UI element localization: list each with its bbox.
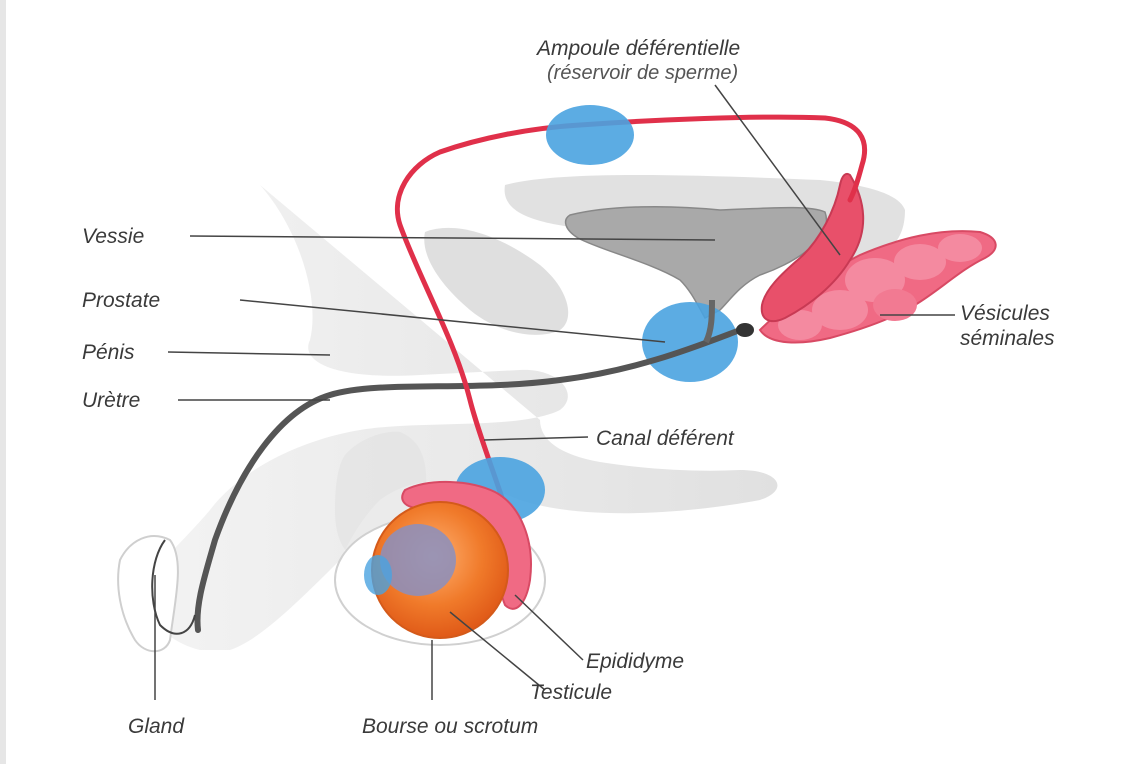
label-vessie: Vessie (82, 226, 144, 247)
label-epididyme: Epididyme (586, 651, 684, 672)
prostate-marker (642, 302, 738, 382)
label-gland: Gland (128, 716, 184, 737)
label-prostate: Prostate (82, 290, 160, 311)
label-penis: Pénis (82, 342, 135, 363)
label-ampoule-sub: (réservoir de sperme) (547, 63, 738, 83)
label-testicule: Testicule (530, 682, 612, 703)
label-vesicules-1: Vésicules (960, 303, 1050, 324)
label-uretre: Urètre (82, 390, 140, 411)
label-bourse: Bourse ou scrotum (362, 716, 538, 737)
label-vesicules-2: séminales (960, 328, 1055, 349)
vas-marker-top (546, 105, 634, 165)
label-ampoule: Ampoule déférentielle (537, 38, 740, 59)
ejaculatory-duct (736, 323, 754, 337)
label-canal-deferent: Canal déférent (596, 428, 734, 449)
